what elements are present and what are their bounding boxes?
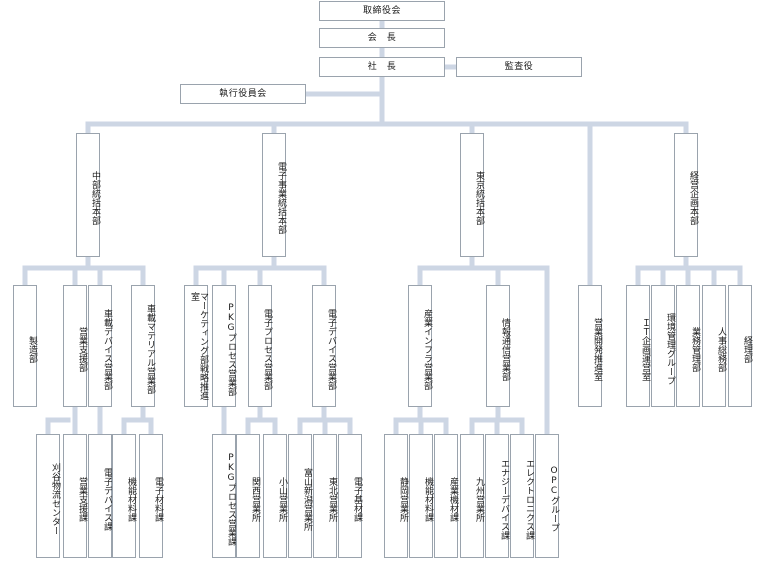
- dept-it-planning: ＩＴ企画運営室: [626, 285, 650, 407]
- sec-e-material: 電子材料課: [139, 434, 163, 558]
- sec-kyushu-office: 九州営業所: [460, 434, 484, 558]
- sec-pkg-process: PKGプロセス営業課: [212, 434, 236, 558]
- sec-sales-support: 営業支援課: [63, 434, 87, 558]
- sec-electronics: エレクトロニクス課: [510, 434, 534, 558]
- sec-opc-group: OPCグループ: [535, 434, 559, 558]
- sec-energy-device: エナジーデバイス課: [485, 434, 509, 558]
- dept-ict: 情報通信営業部: [486, 285, 510, 407]
- division-planning: 経営企画本部: [674, 133, 698, 257]
- sec-tohoku-office: 東北営業所: [313, 434, 337, 558]
- division-business-dev: 営業開発推進室: [578, 285, 602, 407]
- dept-marketing: マーケティング部戦略推進室: [184, 285, 208, 407]
- dept-industrial-infra: 産業インフラ営業部: [408, 285, 432, 407]
- executive-committee-box: 執行役員会: [180, 84, 306, 104]
- dept-manufacturing: 製造部: [13, 285, 37, 407]
- sec-e-device: 電子デバイス課: [88, 434, 112, 558]
- dept-hr-general: 人事総務部: [702, 285, 726, 407]
- sec-kariya-logistics: 刈谷物流センター: [36, 434, 60, 558]
- sec-shizuoka-office: 静岡営業所: [384, 434, 408, 558]
- sec-koyama-office: 小山営業所: [263, 434, 287, 558]
- division-chubu: 中部統括本部: [76, 133, 100, 257]
- sec-toyama-niigata-office: 富山新潟営業所: [288, 434, 312, 558]
- dept-sales-support: 営業支援部: [63, 285, 87, 407]
- sec-e-basic-material: 電子基材課: [338, 434, 362, 558]
- president-box: 社 長: [319, 57, 445, 77]
- sec-functional-material: 機能材料課: [112, 434, 136, 558]
- sec-functional-material-2: 機能材料課: [409, 434, 433, 558]
- auditor-box: 監査役: [456, 57, 582, 77]
- division-tokyo: 東京統括本部: [460, 133, 484, 257]
- division-electronics: 電子事業統括本部: [262, 133, 286, 257]
- board-box: 取締役会: [319, 1, 445, 21]
- chairman-box: 会 長: [319, 28, 445, 48]
- dept-business-mgmt: 業務管理部: [676, 285, 700, 407]
- sec-industrial-material: 産業機材課: [434, 434, 458, 558]
- dept-e-device: 電子デバイス営業部: [312, 285, 336, 407]
- dept-auto-material: 車載マテリアル営業部: [131, 285, 155, 407]
- dept-env-mgmt: 環境管理グループ: [651, 285, 675, 407]
- sec-kansai-office: 関西営業所: [236, 434, 260, 558]
- dept-auto-device: 車載デバイス営業部: [88, 285, 112, 407]
- dept-pkg-process: PKGプロセス営業部: [212, 285, 236, 407]
- dept-accounting: 経理部: [728, 285, 752, 407]
- dept-e-process: 電子プロセス営業部: [248, 285, 272, 407]
